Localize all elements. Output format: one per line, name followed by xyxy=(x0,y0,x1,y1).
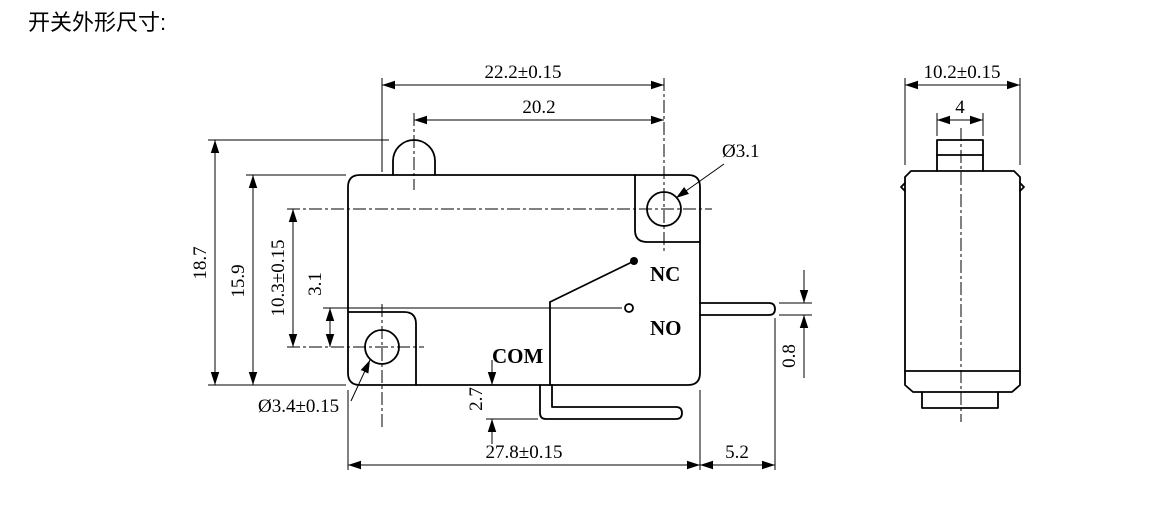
leader-bottom-hole-diameter xyxy=(350,359,371,402)
com-terminal xyxy=(539,384,683,420)
side-view xyxy=(900,128,1025,422)
dim-top-hole-diameter: Ø3.1 xyxy=(722,141,759,162)
dim-body-depth: 10.2±0.15 xyxy=(924,62,1001,83)
dim-terminal-to-hole: 3.1 xyxy=(305,272,326,296)
dim-terminal-thickness: 0.8 xyxy=(779,344,800,368)
dim-hole-span-horizontal: 22.2±0.15 xyxy=(485,62,562,83)
dim-total-height: 18.7 xyxy=(190,246,211,279)
switch-body-outline xyxy=(347,174,701,386)
dim-plunger-width: 4 xyxy=(955,97,965,118)
nc-label: NC xyxy=(650,262,680,286)
no-contact-dot xyxy=(624,303,634,313)
bottom-hole-boss xyxy=(347,311,417,386)
leader-top-hole-diameter xyxy=(675,163,725,199)
no-label: NO xyxy=(650,316,682,340)
side-right-latch-nub xyxy=(1019,182,1025,192)
page-title: 开关外形尺寸: xyxy=(28,10,166,35)
dim-terminal-length: 5.2 xyxy=(725,442,749,463)
dim-com-terminal-drop: 2.7 xyxy=(466,387,487,411)
nc-contact-dot xyxy=(630,257,638,265)
side-body-outline xyxy=(904,170,1021,393)
contact-lever-line xyxy=(549,262,631,303)
dim-plunger-to-hole: 20.2 xyxy=(522,97,555,118)
dim-bottom-hole-diameter: Ø3.4±0.15 xyxy=(258,396,339,417)
front-view-dimensions: 22.2±0.15 20.2 Ø3.1 18.7 15.9 10.3±0.15 … xyxy=(190,62,809,470)
no-terminal xyxy=(699,302,776,316)
dim-body-width: 27.8±0.15 xyxy=(486,442,563,463)
front-view: NC NO COM xyxy=(347,139,776,420)
side-left-latch-nub xyxy=(900,182,906,192)
front-view-extension-lines xyxy=(208,78,812,470)
com-label: COM xyxy=(492,344,544,368)
dim-body-height: 15.9 xyxy=(228,264,249,297)
top-hole-boss xyxy=(634,174,701,243)
side-bottom-protrusion xyxy=(921,391,999,409)
dim-hole-span-vertical: 10.3±0.15 xyxy=(268,240,289,317)
side-view-dimensions: 10.2±0.15 4 xyxy=(904,62,1021,165)
